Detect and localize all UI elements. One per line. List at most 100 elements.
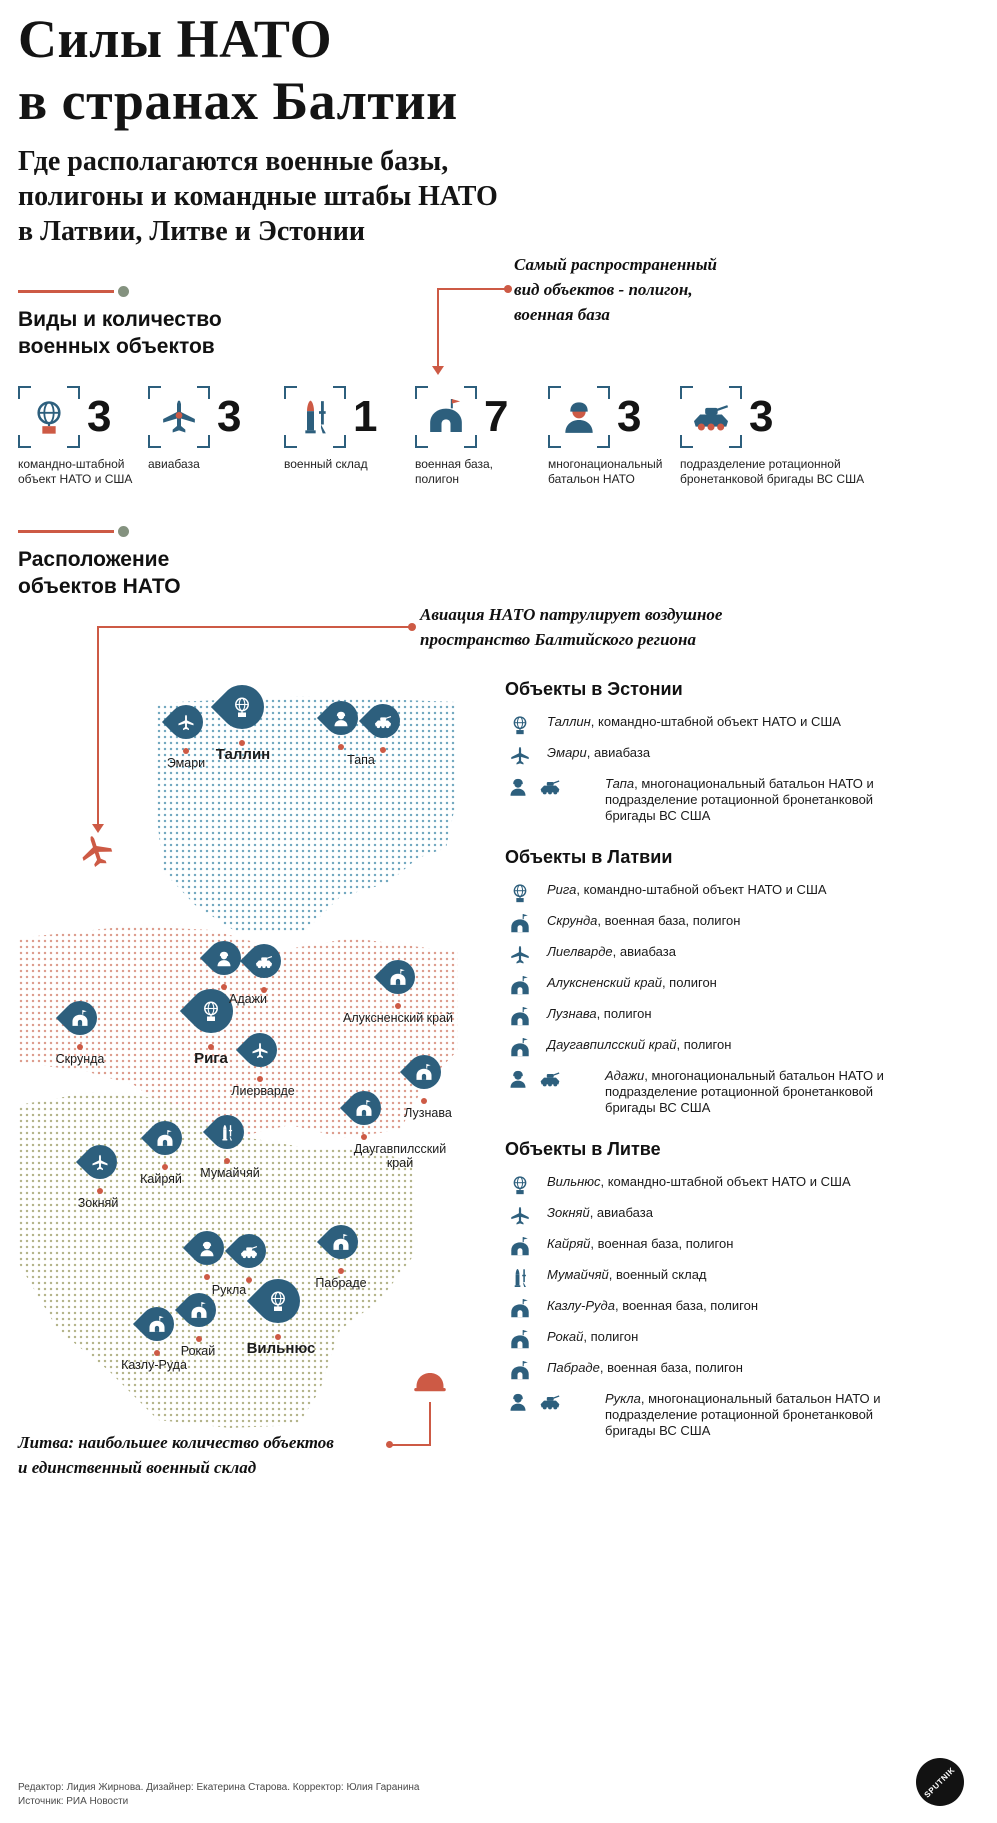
soldier-icon <box>507 1391 529 1413</box>
legend-item: Казлу-Руда, военная база, полигон <box>505 1298 887 1320</box>
airplane-icon <box>509 1205 531 1227</box>
legend-item-icons <box>505 1037 535 1059</box>
missile-depot-icon <box>295 397 335 437</box>
stat-label: военный склад <box>284 457 368 471</box>
stat-icon-frame <box>284 386 346 448</box>
stat-icon-frame <box>548 386 610 448</box>
airplane-icon <box>509 745 531 767</box>
map-pin-anchor-dot <box>421 1098 427 1104</box>
annotation-connector-line <box>97 626 99 824</box>
nato-patrol-plane-icon <box>72 827 121 880</box>
credits-line: Редактор: Лидия Жирнова. Дизайнер: Екате… <box>18 1782 420 1793</box>
legend-item: Тапа, многонациональный батальон НАТО и … <box>505 776 887 824</box>
military-base-icon <box>509 1236 531 1258</box>
military-base-icon <box>426 397 466 437</box>
stat-icon-frame <box>680 386 742 448</box>
stat-label: многонациональный батальон НАТО <box>548 457 663 486</box>
place-name: Лузнава <box>547 1006 597 1021</box>
legend-item: Даугавпилсский край, полигон <box>505 1037 887 1059</box>
stat-icon-frame <box>415 386 477 448</box>
missile-depot-icon <box>509 1267 531 1289</box>
annotation-dot <box>408 623 416 631</box>
legend-item-text: Адажи, многонациональный батальон НАТО и… <box>605 1068 884 1115</box>
section-marker-map <box>18 526 129 537</box>
armored-vehicle-icon <box>691 397 731 437</box>
legend-item-icons <box>505 944 535 966</box>
legend-item: Лиелварде, авиабаза <box>505 944 887 966</box>
stat-item-top: 7 <box>415 386 548 448</box>
section-marker-dot <box>118 286 129 297</box>
section-marker-line <box>18 290 114 293</box>
place-name: Казлу-Руда <box>547 1298 615 1313</box>
legend-item-icons <box>505 776 593 798</box>
legend-item-icons <box>505 745 535 767</box>
place-name: Рокай <box>547 1329 584 1344</box>
legend-item: Рукла, многонациональный батальон НАТО и… <box>505 1391 887 1439</box>
stat-count: 1 <box>353 392 378 441</box>
legend-item-text: Таллин, командно-штабной объект НАТО и С… <box>547 714 841 729</box>
place-name: Кайряй <box>547 1236 591 1251</box>
legend-item-icons <box>505 1006 535 1028</box>
hq-globe-icon <box>509 1174 531 1196</box>
airplane-icon <box>159 397 199 437</box>
stat-count: 3 <box>87 392 112 441</box>
legend-item: Кайряй, военная база, полигон <box>505 1236 887 1258</box>
page-subtitle: Где располагаются военные базы, полигоны… <box>18 146 498 247</box>
place-name: Тапа <box>605 776 635 791</box>
legend-item-text: Рукла, многонациональный батальон НАТО и… <box>605 1391 881 1438</box>
legend-item-icons <box>505 1174 535 1196</box>
military-base-icon <box>509 1329 531 1351</box>
stat-item: 1 военный склад <box>284 386 415 487</box>
annotation-connector-line <box>437 288 507 290</box>
legend-item-icons <box>505 1298 535 1320</box>
stat-item-top: 1 <box>284 386 415 448</box>
legend-item-text: Зокняй, авиабаза <box>547 1205 653 1220</box>
armored-vehicle-icon <box>539 1068 561 1090</box>
legend-item-text: Кайряй, военная база, полигон <box>547 1236 734 1251</box>
place-name: Пабраде <box>547 1360 600 1375</box>
legend-item: Вильнюс, командно-штабной объект НАТО и … <box>505 1174 887 1196</box>
legend-item-text: Вильнюс, командно-штабной объект НАТО и … <box>547 1174 851 1189</box>
place-name: Эмари <box>547 745 587 760</box>
place-name: Зокняй <box>547 1205 590 1220</box>
legend-item-icons <box>505 714 535 736</box>
legend-item-icons <box>505 1267 535 1289</box>
legend-item-text: Даугавпилсский край, полигон <box>547 1037 732 1052</box>
legend-item-text: Мумайчяй, военный склад <box>547 1267 707 1282</box>
armored-vehicle-icon <box>539 776 561 798</box>
lithuania-annotation: Литва: наибольшее количество объектов и … <box>18 1433 334 1477</box>
stat-icon-frame <box>18 386 80 448</box>
legend-item-text: Рига, командно-штабной объект НАТО и США <box>547 882 827 897</box>
legend-item-icons <box>505 913 535 935</box>
section-marker-dot <box>118 526 129 537</box>
legend-item-text: Пабраде, военная база, полигон <box>547 1360 743 1375</box>
legend-item-icons <box>505 1205 535 1227</box>
legend-item: Рокай, полигон <box>505 1329 887 1351</box>
stat-label: военная база, полигон <box>415 457 493 486</box>
place-name: Лиелварде <box>547 944 613 959</box>
annotation-dot <box>386 1441 393 1448</box>
place-name: Рига <box>547 882 577 897</box>
stat-item-top: 3 <box>18 386 148 448</box>
stats-section-title: Виды и количество военных объектов <box>18 308 222 358</box>
military-base-icon <box>509 1360 531 1382</box>
stat-count: 3 <box>749 392 774 441</box>
hq-globe-icon <box>509 714 531 736</box>
legend-item: Пабраде, военная база, полигон <box>505 1360 887 1382</box>
military-base-icon <box>509 1298 531 1320</box>
place-name: Алуксненский край <box>547 975 662 990</box>
place-name: Даугавпилсский край <box>547 1037 677 1052</box>
stat-item: 7 военная база, полигон <box>415 386 548 487</box>
hq-globe-icon <box>509 882 531 904</box>
legend-item: Эмари, авиабаза <box>505 745 887 767</box>
legend-item-text: Рокай, полигон <box>547 1329 639 1344</box>
source-line: Источник: РИА Новости <box>18 1796 129 1807</box>
stats-annotation: Самый распространенный вид объектов - по… <box>514 255 717 324</box>
legend-item: Мумайчяй, военный склад <box>505 1267 887 1289</box>
annotation-dot <box>504 285 512 293</box>
